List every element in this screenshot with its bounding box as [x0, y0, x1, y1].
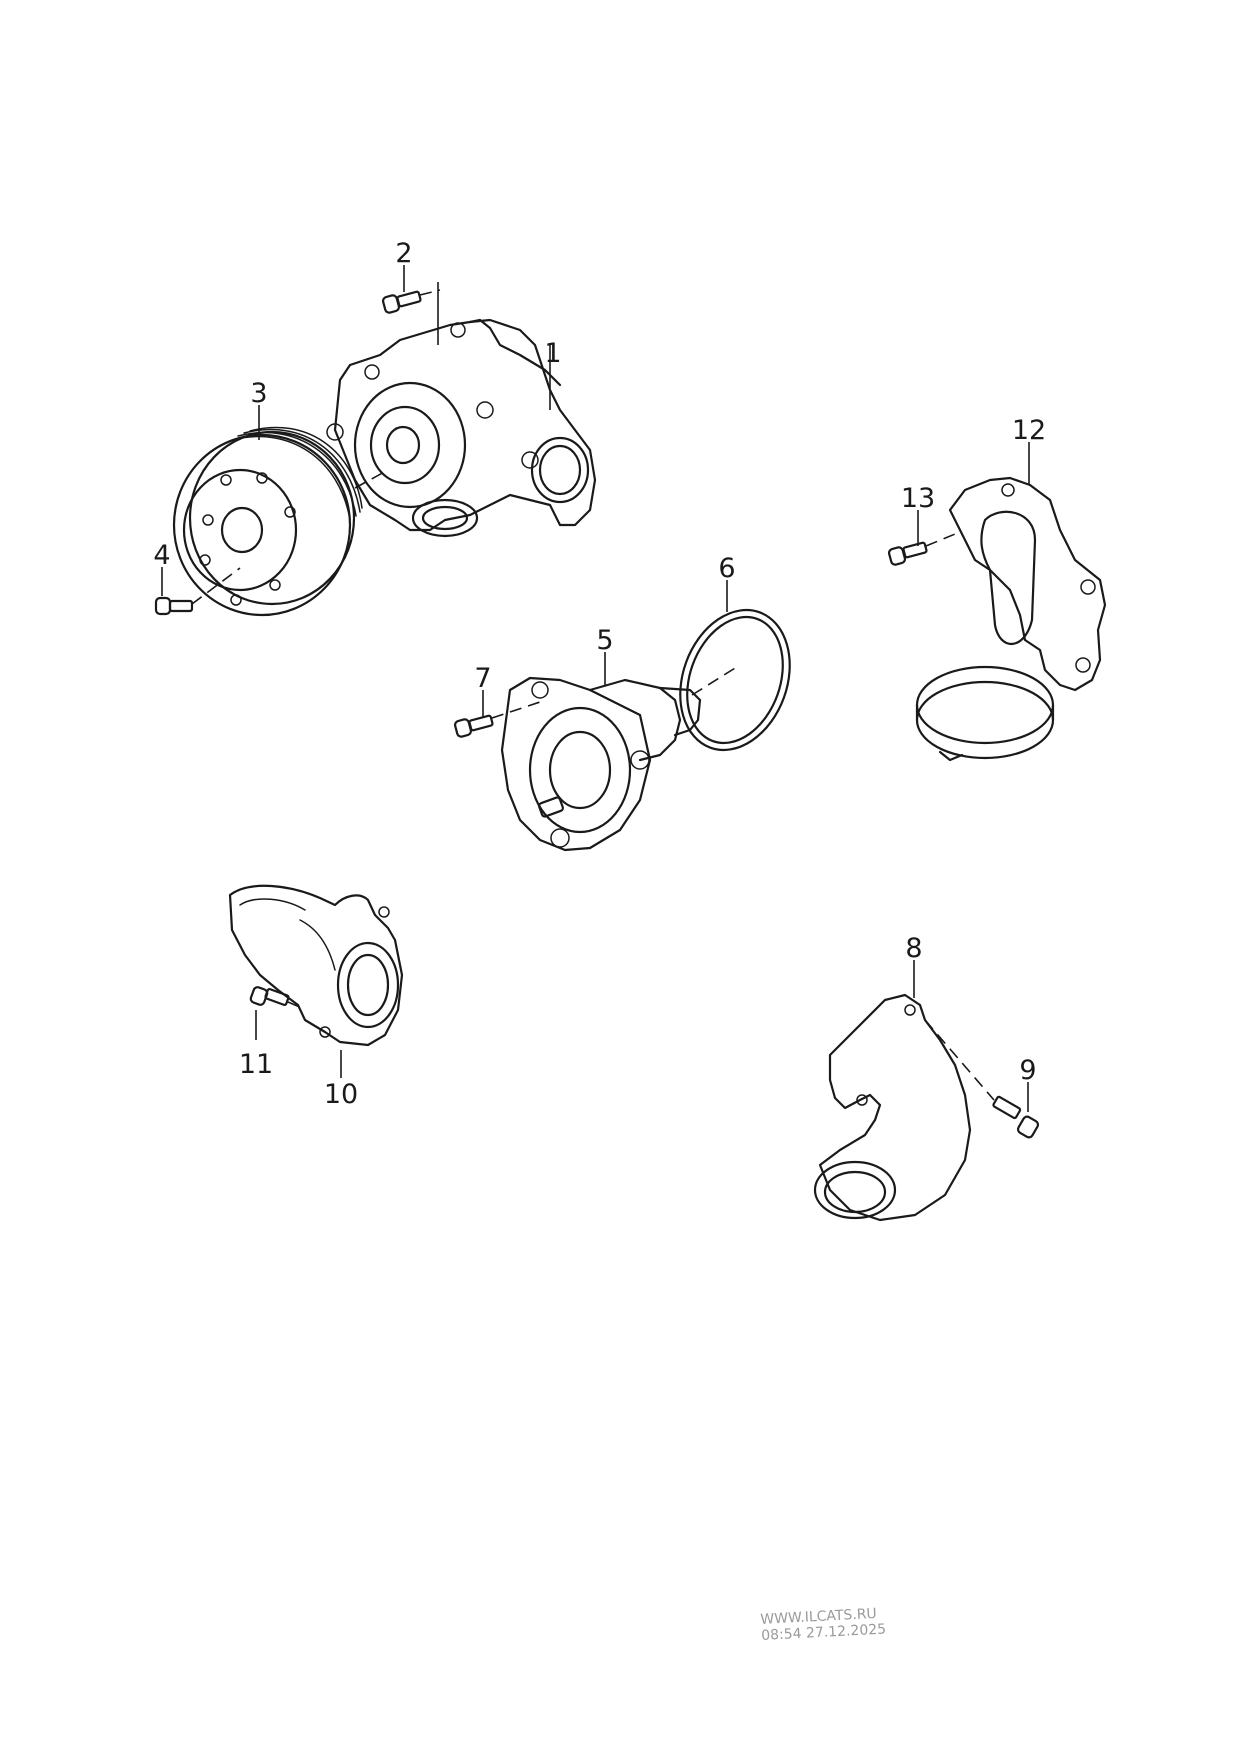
part-2-bolt[interactable]: [381, 289, 441, 314]
part-6-o-ring[interactable]: [662, 595, 809, 766]
callouts: 2 1 3 4 6 5 7 12 13 8 9 11 10: [153, 238, 1046, 1110]
callout-8: 8: [905, 933, 922, 964]
callout-12: 12: [1012, 415, 1046, 446]
callout-9: 9: [1019, 1055, 1036, 1086]
callout-11: 11: [239, 1049, 273, 1080]
part-8-elbow[interactable]: [813, 993, 972, 1222]
part-9-bolt[interactable]: [924, 1019, 1040, 1139]
callout-13: 13: [901, 483, 935, 514]
callout-4: 4: [153, 540, 170, 571]
callout-10: 10: [324, 1079, 358, 1110]
callout-2: 2: [395, 238, 412, 269]
part-7-bolt[interactable]: [453, 701, 541, 738]
callout-6: 6: [718, 553, 735, 584]
callout-7: 7: [474, 663, 491, 694]
callout-5: 5: [596, 625, 613, 656]
part-12-flange[interactable]: [915, 476, 1107, 762]
part-1-water-pump[interactable]: [326, 318, 597, 538]
part-11-bolt[interactable]: [249, 986, 303, 1009]
callout-3: 3: [250, 378, 267, 409]
part-13-bolt[interactable]: [887, 531, 961, 566]
part-4-bolt[interactable]: [154, 567, 241, 616]
part-3-pulley[interactable]: [172, 426, 363, 617]
part-5-thermostat[interactable]: [500, 676, 702, 852]
part-10-pipe[interactable]: [228, 884, 404, 1047]
callout-1: 1: [544, 338, 561, 369]
watermark: WWW.ILCATS.RU 08:54 27.12.2025: [760, 1605, 886, 1644]
leader-lines: [161, 265, 1030, 1112]
